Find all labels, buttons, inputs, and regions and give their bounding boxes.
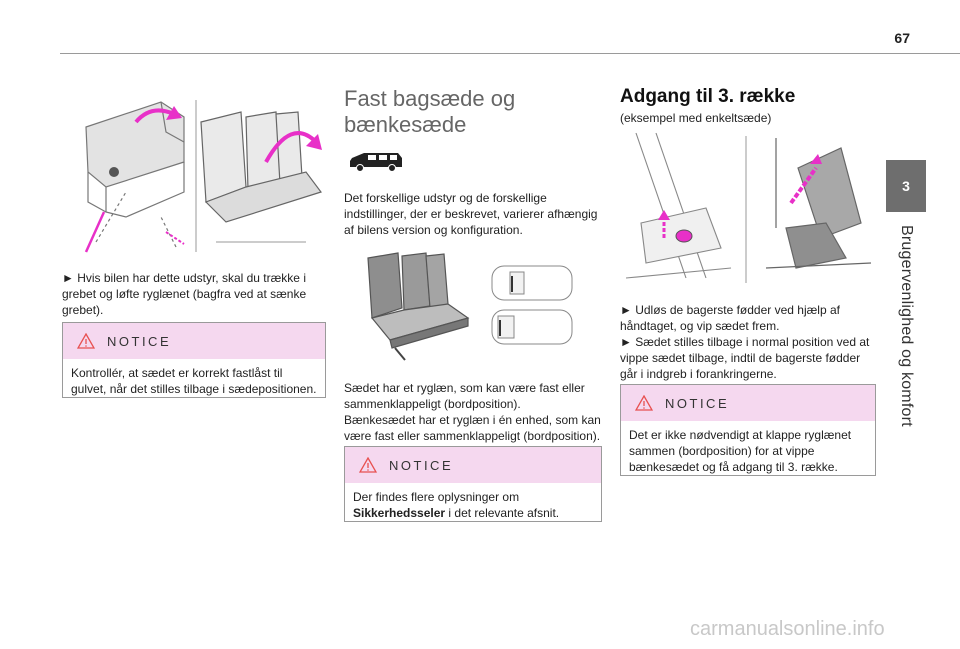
notice-title: NOTICE [389, 457, 454, 473]
section-heading-fixed-seat: Fast bagsæde og bænkesæde [344, 86, 516, 137]
notice-text: Det er ikke nødvendigt at klappe ryglæne… [629, 428, 852, 474]
seat-lift-illustration [66, 92, 326, 257]
third-row-subtitle: (eksempel med enkeltsæde) [620, 111, 772, 125]
notice-box-seat-lock: NOTICE Kontrollér, at sædet er korrekt f… [62, 322, 326, 398]
notice-title: NOTICE [665, 395, 730, 411]
seatbelts-reference-link[interactable]: Sikkerhedsseler [353, 506, 446, 520]
chapter-label: Brugervenlighed og komfort [898, 225, 915, 427]
notice-header: NOTICE [345, 447, 601, 483]
seat-lift-instruction: ► Hvis bilen har dette udstyr, skal du t… [62, 271, 307, 317]
notice-text: Der findes flere oplysninger om Sikkerhe… [353, 490, 560, 520]
header-divider [60, 53, 960, 54]
fixed-seat-description: Sædet har et ryglæn, som kan være fast e… [344, 381, 601, 443]
van-icon [346, 150, 406, 174]
notice-title: NOTICE [107, 333, 172, 349]
notice-box-seatbelts: NOTICE Der findes flere oplysninger om S… [344, 446, 602, 522]
notice-box-third-row: NOTICE Det er ikke nødvendigt at klappe … [620, 384, 876, 476]
watermark: carmanualsonline.info [690, 618, 885, 640]
page-number: 67 [894, 30, 910, 46]
chapter-number: 3 [902, 178, 910, 194]
notice-header: NOTICE [63, 323, 325, 359]
warning-triangle-icon [635, 395, 653, 411]
bench-seat-illustration [360, 248, 580, 364]
seat-tilt-illustration [625, 128, 876, 288]
warning-triangle-icon [359, 457, 377, 473]
section-heading-third-row: Adgang til 3. række [620, 86, 796, 107]
notice-header: NOTICE [621, 385, 875, 421]
notice-text: Kontrollér, at sædet er korrekt fastlåst… [71, 366, 317, 396]
fixed-seat-intro: Det forskellige udstyr og de forskellige… [344, 191, 598, 237]
warning-triangle-icon [77, 333, 95, 349]
third-row-instructions: ► Udløs de bagerste fødder ved hjælp af … [620, 303, 870, 381]
chapter-tab[interactable]: 3 [886, 160, 926, 212]
